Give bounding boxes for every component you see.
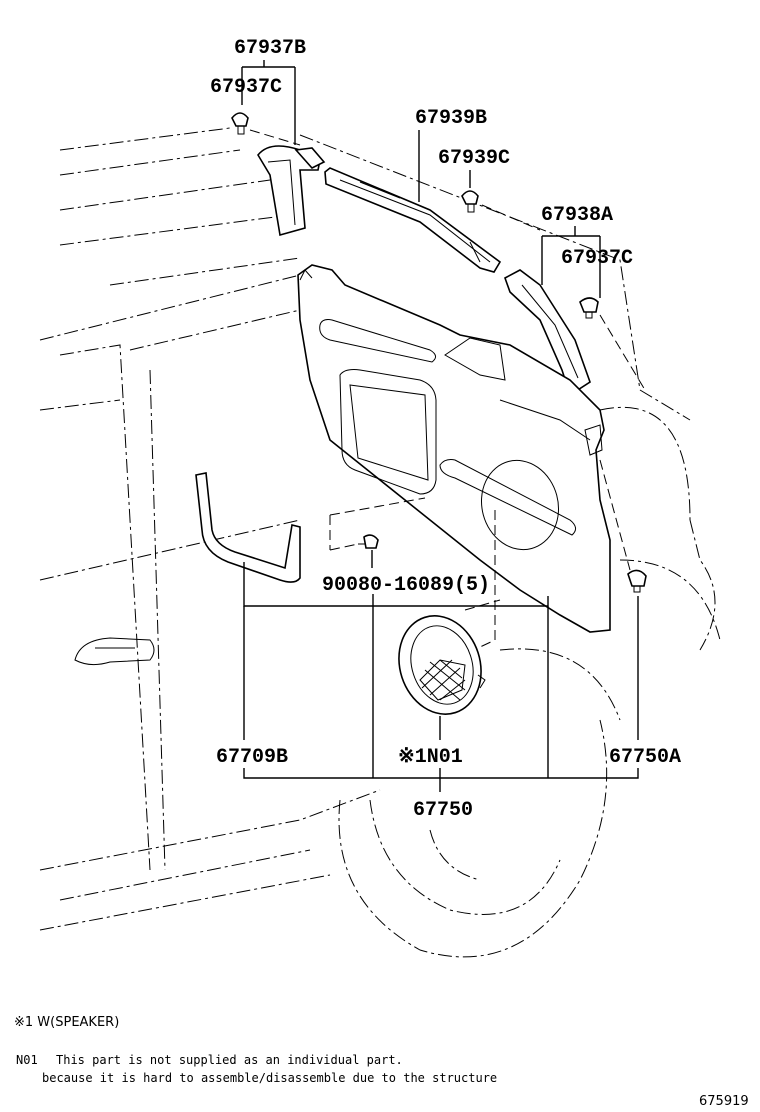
label-67939C: 67939C <box>438 147 510 170</box>
upper-trim-67937B <box>257 145 326 237</box>
back-door-trim-board-67750 <box>297 264 611 633</box>
screw-90080-16089 <box>358 534 379 549</box>
label-67750A: 67750A <box>609 746 681 769</box>
label-67937B: 67937B <box>234 37 306 60</box>
clip-67939C <box>461 190 479 213</box>
note-code: N01 <box>16 1053 38 1067</box>
part-labels: 67937B 67937C 67939B 67939C 67938A 67937… <box>210 37 681 822</box>
note-line-1: This part is not supplied as an individu… <box>56 1053 403 1067</box>
side-trim-67938A <box>504 269 591 397</box>
label-67938A: 67938A <box>541 204 613 227</box>
note-line-2: because it is hard to assemble/disassemb… <box>42 1071 498 1085</box>
vehicle-body-outline <box>39 127 721 958</box>
weatherstrip-67709B <box>195 472 301 583</box>
label-90080-16089: 90080-16089(5) <box>322 574 490 597</box>
label-67709B: 67709B <box>216 746 288 769</box>
label-N01: ※1N01 <box>398 746 463 769</box>
clip-67937C-right <box>579 297 599 319</box>
diagram-code: 675919 <box>699 1094 749 1109</box>
label-67939B: 67939B <box>415 107 487 130</box>
label-67937C-right: 67937C <box>561 247 633 270</box>
clip-67750A <box>627 569 647 593</box>
leader-lines <box>241 60 639 792</box>
upper-trim-67939B <box>324 167 502 273</box>
speaker-grille-N01 <box>398 615 486 715</box>
assembly-guides <box>249 129 646 649</box>
label-67937C-top: 67937C <box>210 76 282 99</box>
label-67750: 67750 <box>413 799 473 822</box>
clip-67937C-top <box>231 112 249 135</box>
legend-w-speaker: ※1 W(SPEAKER) <box>14 1015 120 1030</box>
